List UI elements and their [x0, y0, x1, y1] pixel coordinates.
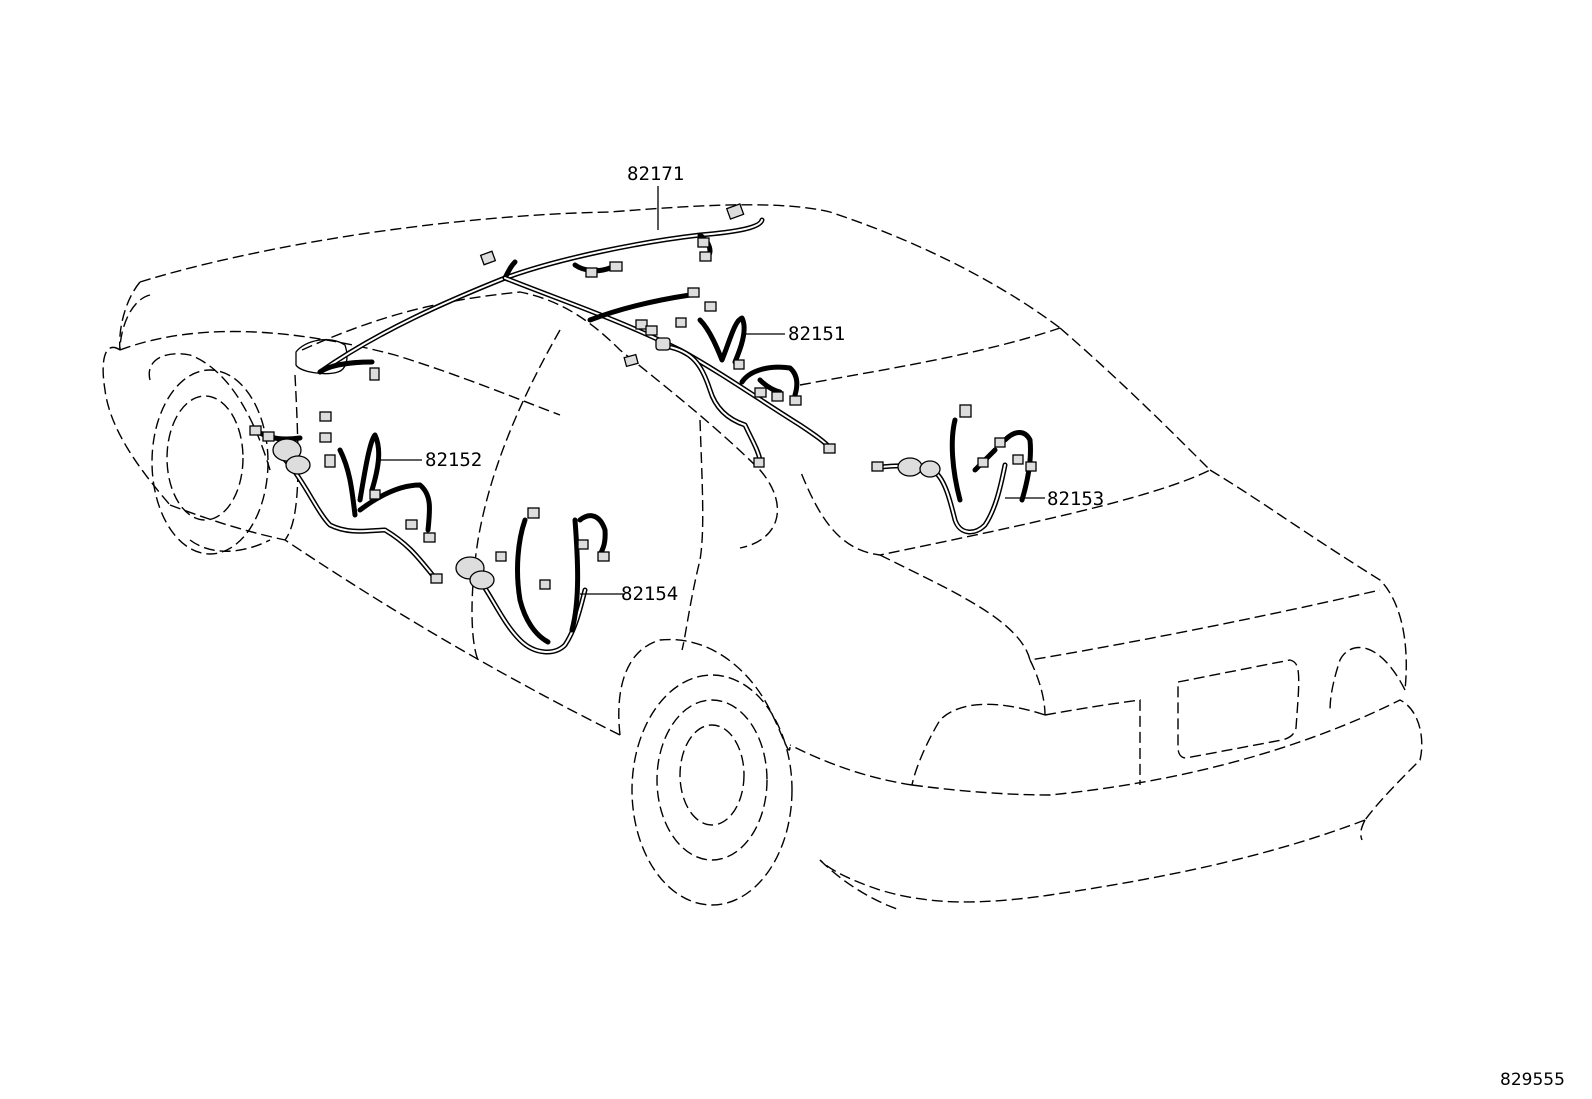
- roof-harness-82171: [317, 203, 836, 454]
- part-label-82153: 82153: [1047, 488, 1105, 510]
- part-label-82151: 82151: [788, 323, 846, 345]
- car-body-outline: [102, 204, 1423, 911]
- part-label-82171: 82171: [627, 163, 685, 185]
- rear-door-harness-82153: [871, 404, 1045, 535]
- part-label-82152: 82152: [425, 449, 483, 471]
- figure-id: 829555: [1500, 1070, 1565, 1090]
- rear-door-harness-82154: [455, 507, 625, 655]
- floor-harness-82151: [587, 287, 802, 468]
- part-label-82154: 82154: [621, 583, 679, 605]
- front-door-harness-82152: [249, 411, 443, 584]
